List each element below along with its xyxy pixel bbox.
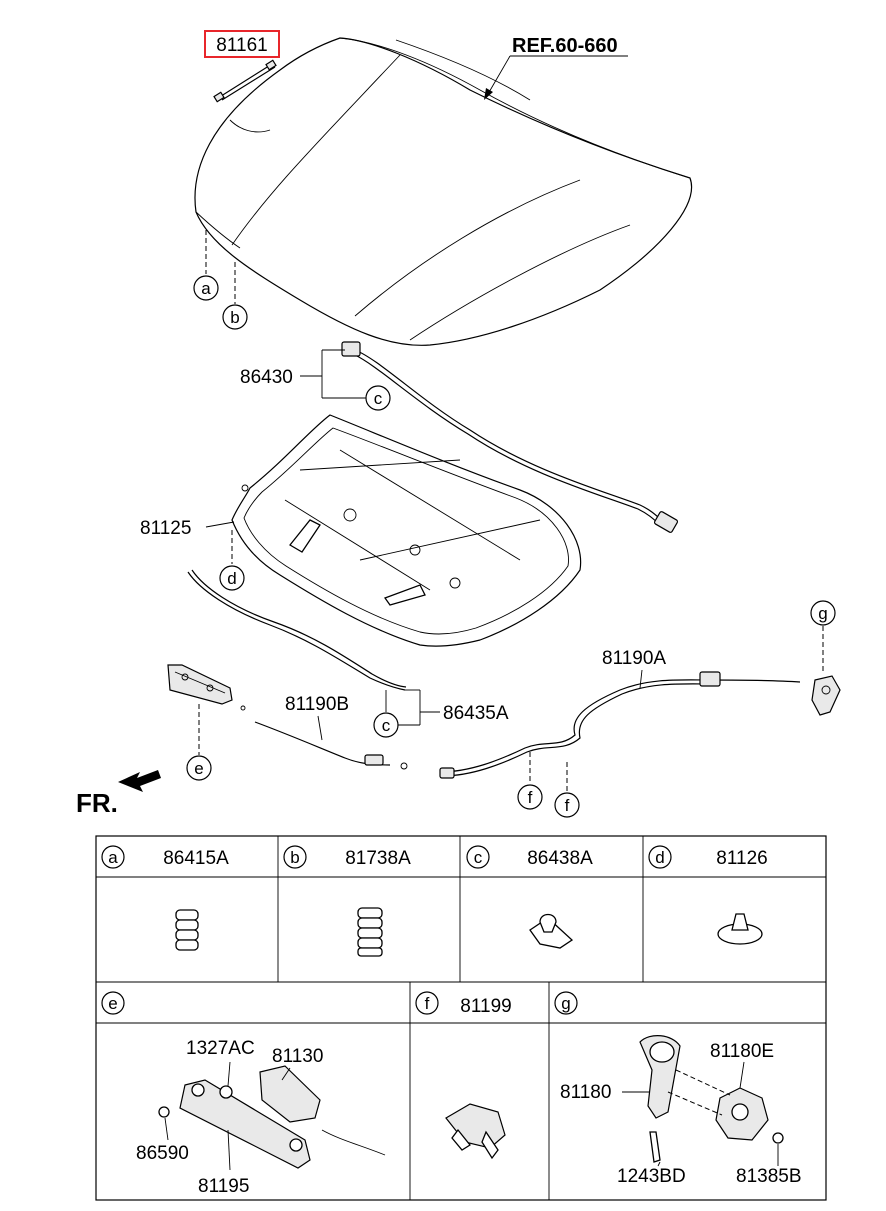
- svg-text:c: c: [474, 848, 483, 867]
- svg-text:f: f: [565, 796, 570, 815]
- callout-e: e: [186, 704, 212, 781]
- svg-text:1327AC: 1327AC: [186, 1038, 255, 1059]
- label-81125: 81125: [140, 518, 191, 539]
- front-label: FR.: [76, 788, 118, 818]
- front-indicator: FR.: [76, 770, 161, 818]
- table-cell-e: e 1327AC 81130 86590 81195: [101, 991, 386, 1197]
- svg-text:f: f: [425, 994, 430, 1013]
- callout-c-bottom: c: [373, 690, 399, 738]
- label-81190B: 81190B: [285, 694, 349, 715]
- side-hose: 86435A: [187, 569, 509, 726]
- label-86435A: 86435A: [443, 703, 509, 724]
- label-81161: 81161: [216, 35, 267, 56]
- svg-text:f: f: [528, 788, 533, 807]
- svg-text:e: e: [108, 994, 117, 1013]
- release-handle: [811, 675, 841, 716]
- bumper-icon-b: [357, 907, 383, 957]
- callout-f-right: f: [554, 762, 580, 818]
- strut-highlight-box: [204, 30, 280, 58]
- table-cell-f: f 81199: [415, 991, 512, 1160]
- callout-d: d: [219, 530, 245, 591]
- svg-text:b: b: [230, 308, 239, 327]
- svg-text:81130: 81130: [272, 1046, 323, 1067]
- svg-text:g: g: [561, 994, 570, 1013]
- callout-b: b: [222, 262, 248, 330]
- latch-assembly: [167, 664, 233, 705]
- svg-text:c: c: [374, 389, 383, 408]
- callout-f-left: f: [517, 752, 543, 810]
- front-arrow-icon: [118, 770, 161, 792]
- svg-text:d: d: [227, 569, 236, 588]
- parts-table: a 86415A b 81738A c 86438A: [95, 835, 827, 1201]
- washer-hose: 86430: [240, 341, 679, 533]
- svg-text:81738A: 81738A: [345, 848, 411, 869]
- svg-text:81126: 81126: [716, 848, 767, 869]
- svg-text:a: a: [201, 279, 211, 298]
- svg-text:81180: 81180: [560, 1082, 611, 1103]
- table-cell-c: c 86438A: [466, 845, 593, 949]
- svg-text:1243BD: 1243BD: [617, 1166, 686, 1187]
- svg-text:e: e: [194, 759, 203, 778]
- svg-text:g: g: [818, 604, 827, 623]
- table-cell-d: d 81126: [648, 845, 768, 945]
- table-cell-a: a 86415A: [101, 845, 229, 951]
- svg-text:b: b: [290, 848, 299, 867]
- release-cable-b: 81190B: [240, 694, 391, 766]
- ref-callout: REF.60-660: [484, 35, 628, 100]
- hood-strut: 81161: [204, 30, 280, 103]
- label-ref: REF.60-660: [512, 35, 618, 57]
- hood-insulator: 81125: [140, 414, 582, 647]
- cable-clip-icon: [445, 1103, 506, 1160]
- svg-text:86438A: 86438A: [527, 848, 593, 869]
- svg-text:81385B: 81385B: [736, 1166, 802, 1187]
- bumper-icon-a: [175, 909, 199, 951]
- svg-text:81180E: 81180E: [710, 1041, 774, 1062]
- release-handle-detail: [622, 1035, 784, 1167]
- svg-text:c: c: [382, 716, 391, 735]
- svg-text:a: a: [108, 848, 118, 867]
- label-86430: 86430: [240, 367, 293, 388]
- clip-icon-d: [717, 913, 763, 945]
- svg-text:81199: 81199: [460, 996, 511, 1017]
- callout-g: g: [810, 600, 836, 672]
- svg-text:86415A: 86415A: [163, 848, 229, 869]
- latch-detail: [158, 1061, 386, 1171]
- table-cell-b: b 81738A: [283, 845, 411, 957]
- hood-panel: [194, 37, 693, 346]
- callout-a: a: [193, 230, 219, 301]
- svg-text:81195: 81195: [198, 1176, 249, 1197]
- svg-text:d: d: [655, 848, 664, 867]
- callout-c-top: c: [365, 385, 391, 411]
- svg-text:86590: 86590: [136, 1143, 189, 1164]
- table-cell-g: g 81180E 81180 1243BD 81385B: [554, 991, 802, 1187]
- clip-icon-c: [529, 913, 574, 949]
- label-81190A: 81190A: [602, 648, 666, 669]
- release-cable-a: 81190A: [400, 648, 801, 779]
